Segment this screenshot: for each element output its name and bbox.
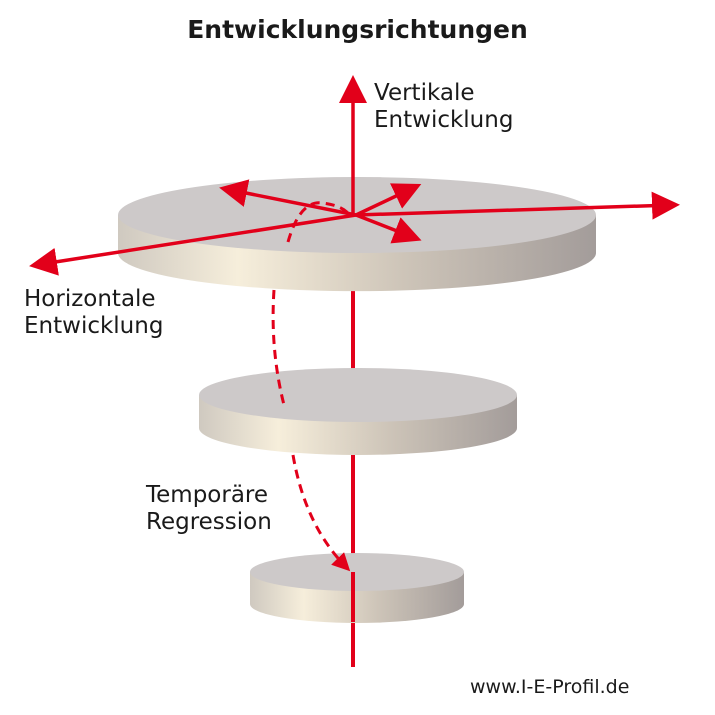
horizontal-arrow-right [355,191,680,220]
vertical-label-line1: Vertikale [374,80,475,106]
disk-medium [199,368,517,455]
vertical-label-line2: Entwicklung [374,107,514,133]
diagram-title: Entwicklungsrichtungen [187,15,528,44]
horizontal-arrow-left [29,213,357,276]
horizontal-label-line1: Horizontale [24,286,156,312]
horizontal-label-line2: Entwicklung [24,313,164,339]
vertical-label: Vertikale Entwicklung [374,80,513,134]
source-url: www.I-E-Profil.de [470,676,630,698]
regression-path [271,201,351,572]
direction-arrows [29,75,680,276]
regression-label-line1: Temporäre [146,482,269,508]
regression-label: Temporäre Regression [146,482,272,536]
horizontal-label: Horizontale Entwicklung [24,286,163,340]
regression-label-line2: Regression [146,509,272,535]
disk-large [118,177,596,292]
disk-small [250,553,464,623]
